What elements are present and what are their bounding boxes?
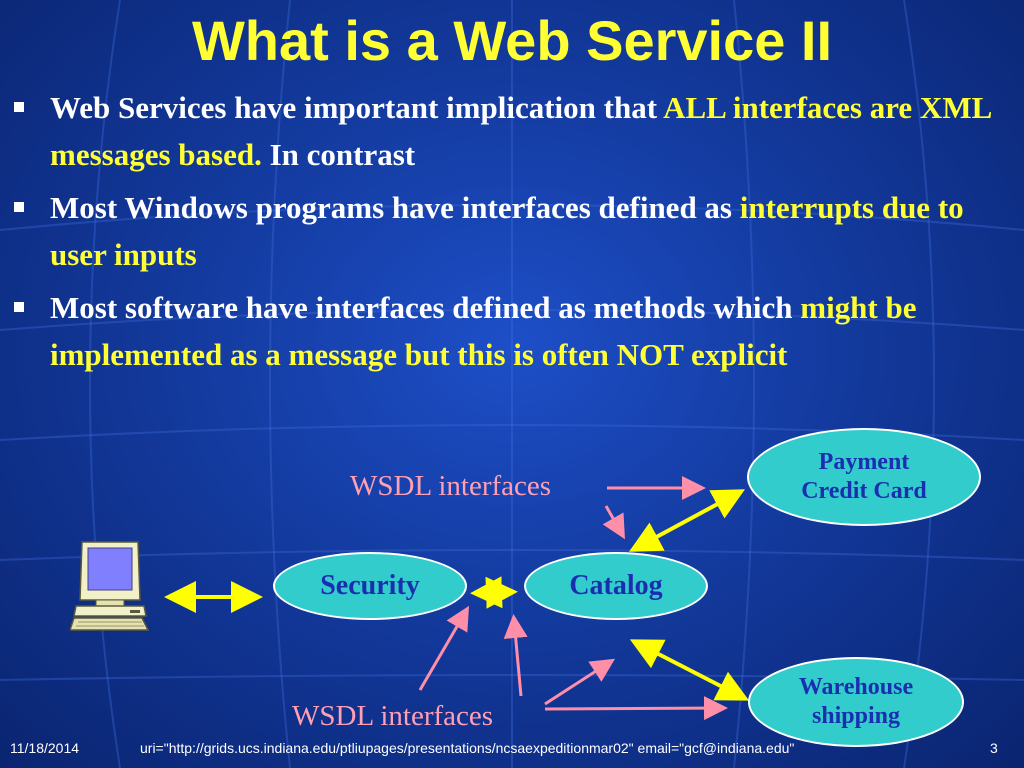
payment-oval: Payment Credit Card bbox=[747, 428, 981, 526]
arrow-security-catalog bbox=[470, 576, 518, 609]
arrow-catalog-payment bbox=[628, 489, 746, 552]
footer-page-number: 3 bbox=[990, 740, 998, 756]
bullet-item: Web Services have important implication … bbox=[14, 84, 1014, 178]
bullet-item: Most software have interfaces defined as… bbox=[14, 284, 1014, 378]
pink-arrow-to-warehouse bbox=[544, 696, 728, 721]
bullet-highlight: interrupts due to user inputs bbox=[50, 190, 964, 272]
security-oval: Security bbox=[273, 552, 467, 620]
slide-title: What is a Web Service II bbox=[191, 9, 833, 72]
footer-date: 11/18/2014 bbox=[10, 740, 80, 756]
bullet-list: Web Services have important implication … bbox=[14, 84, 1014, 384]
footer-uri: uri="http://grids.ucs.indiana.edu/ptliup… bbox=[140, 740, 795, 756]
pink-arrow-to-security bbox=[418, 605, 470, 691]
bullet-item: Most Windows programs have interfaces de… bbox=[14, 184, 1014, 278]
bullet-text: Most Windows programs have interfaces de… bbox=[50, 190, 740, 225]
payment-label-line2: Credit Card bbox=[801, 478, 927, 504]
bullet-highlight: might be implemented as a message but th… bbox=[50, 290, 917, 372]
payment-label-line1: Payment bbox=[818, 449, 910, 476]
security-label: Security bbox=[320, 570, 420, 602]
bullet-text: In contrast bbox=[261, 137, 416, 172]
bullet-square-icon bbox=[14, 202, 24, 212]
catalog-oval: Catalog bbox=[524, 552, 708, 620]
bullet-text: Web Services have important implication … bbox=[50, 90, 664, 125]
catalog-label: Catalog bbox=[569, 570, 663, 602]
pink-arrow-to-gap bbox=[503, 614, 528, 697]
warehouse-label-line2: shipping bbox=[811, 703, 901, 729]
arrow-catalog-warehouse bbox=[629, 639, 750, 701]
bullet-highlight: ALL interfaces are XML messages based. bbox=[50, 90, 991, 172]
bullet-square-icon bbox=[14, 102, 24, 112]
wsdl-label-top: WSDL interfaces bbox=[350, 470, 552, 502]
bullet-square-icon bbox=[14, 302, 24, 312]
warehouse-label-line1: Warehouse bbox=[798, 674, 914, 701]
bullet-text: Most software have interfaces defined as… bbox=[50, 290, 801, 325]
computer-icon bbox=[70, 541, 150, 631]
wsdl-label-bottom: WSDL interfaces bbox=[292, 700, 494, 732]
pink-arrow-to-catalog bbox=[544, 658, 616, 706]
pink-arrow-top-down bbox=[602, 505, 625, 540]
warehouse-oval: Warehouse shipping bbox=[748, 657, 964, 747]
